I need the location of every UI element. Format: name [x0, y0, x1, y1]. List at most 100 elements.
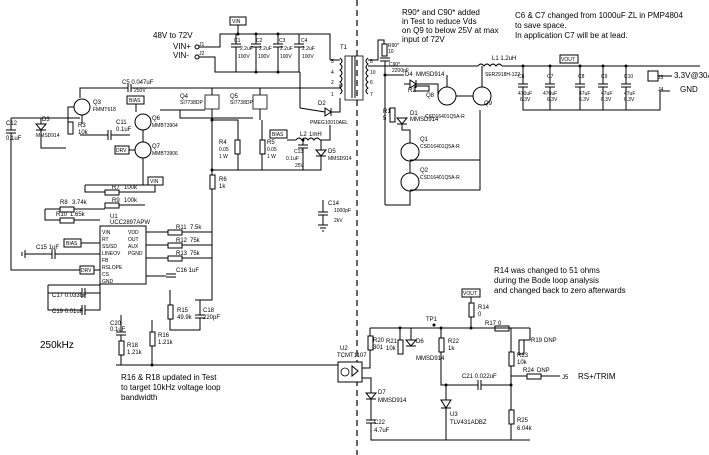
r6-resistor: R6 1k	[209, 174, 227, 190]
svg-text:1.65k: 1.65k	[70, 212, 86, 218]
r90-c90-note: R90* and C90* added in Test to reduce Vd…	[402, 8, 499, 44]
svg-text:100V: 100V	[280, 54, 292, 60]
svg-text:2.2uF: 2.2uF	[240, 46, 253, 52]
l2-inductor: L2 1mH	[295, 132, 322, 141]
tp1-label: TP1	[426, 317, 438, 323]
svg-text:bandwidth: bandwidth	[121, 393, 157, 402]
svg-text:R21: R21	[386, 339, 398, 345]
svg-text:C13: C13	[294, 149, 303, 155]
svg-text:R12: R12	[176, 238, 188, 244]
r13-resistor: R13 75k	[167, 251, 201, 262]
svg-text:100k: 100k	[124, 198, 138, 204]
q9-mosfet: Q9 CSD16401Q5A-R	[425, 86, 493, 120]
svg-text:RSLOPE: RSLOPE	[102, 265, 123, 271]
svg-text:R6: R6	[219, 177, 227, 183]
j4-connector: J4	[658, 87, 664, 93]
vin-flag-u1: VIN	[147, 176, 164, 186]
svg-text:C6 & C7 changed from 1000uF ZL: C6 & C7 changed from 1000uF ZL in PMP480…	[515, 11, 683, 20]
r2-resistor: R2	[408, 85, 430, 94]
svg-text:C12: C12	[6, 121, 18, 127]
t1-transformer: T1 54 21 810 67	[331, 45, 376, 101]
r7-resistor: R7 100k	[104, 185, 138, 196]
c1-capacitor: C1 2.2uF 100V	[231, 34, 253, 72]
svg-text:Q7: Q7	[152, 144, 161, 150]
svg-text:C11: C11	[116, 120, 127, 126]
r16-resistor: R16 1.21k	[149, 331, 174, 347]
svg-text:C8: C8	[578, 74, 585, 80]
svg-text:6: 6	[370, 80, 373, 86]
r9-resistor: R9 100k	[104, 198, 138, 209]
d2-diode: D2 PMEG10010AEL	[310, 101, 348, 126]
svg-text:100V: 100V	[302, 54, 314, 60]
svg-text:UCC2897APW: UCC2897APW	[110, 220, 150, 226]
c2-capacitor: C2 2.2uF 100V	[251, 34, 272, 72]
svg-text:1.21k: 1.21k	[127, 350, 143, 356]
svg-text:6.3V: 6.3V	[579, 97, 590, 103]
c6-capacitor: C6 470uF 6.3V	[518, 74, 532, 103]
svg-text:100V: 100V	[258, 54, 270, 60]
j5-label: J5	[562, 375, 569, 381]
u1-controller: U1 UCC2897APW VIN RT SS/SD LINEOV FB RSL…	[99, 214, 150, 285]
svg-text:PMEG10010AEL: PMEG10010AEL	[310, 120, 348, 126]
svg-text:0.1uF: 0.1uF	[286, 156, 299, 162]
svg-text:6.3V: 6.3V	[624, 97, 635, 103]
svg-text:FB: FB	[102, 258, 109, 264]
svg-text:R16: R16	[158, 333, 170, 339]
svg-text:2.2uF: 2.2uF	[302, 46, 315, 52]
svg-text:VDD: VDD	[128, 230, 139, 236]
svg-text:R19: R19	[531, 338, 543, 344]
svg-text:1mH: 1mH	[309, 132, 322, 138]
tp1-testpoint[interactable]	[432, 323, 436, 327]
svg-text:0.05: 0.05	[219, 147, 229, 153]
svg-text:R11: R11	[176, 225, 187, 231]
svg-text:R25: R25	[517, 418, 529, 424]
svg-text:C22: C22	[374, 420, 386, 426]
svg-text:Q1: Q1	[420, 137, 429, 143]
q7-transistor: Q7 MMBT3906	[134, 141, 178, 159]
svg-text:L1 1.2uH: L1 1.2uH	[492, 56, 516, 62]
svg-text:SER2918H-122: SER2918H-122	[485, 72, 520, 78]
r8-resistor: R8 3.74k	[59, 200, 88, 213]
svg-text:D5: D5	[328, 149, 336, 155]
svg-text:DNP: DNP	[537, 368, 550, 374]
svg-text:C21 0.022uF: C21 0.022uF	[462, 374, 497, 380]
svg-text:MMSD914: MMSD914	[416, 72, 445, 78]
svg-text:C20: C20	[110, 321, 122, 327]
svg-text:D3: D3	[42, 117, 50, 123]
d1-diode: D1 MMSD914	[395, 111, 439, 125]
svg-text:MMSD914: MMSD914	[378, 398, 407, 404]
svg-text:0: 0	[478, 312, 482, 318]
r1-resistor: R1 5	[383, 107, 396, 123]
r23-resistor: R23 10k	[508, 351, 529, 367]
svg-text:CS: CS	[102, 272, 110, 278]
svg-text:R13: R13	[176, 251, 188, 257]
svg-text:J4: J4	[658, 87, 664, 93]
svg-text:to save space.: to save space.	[515, 21, 567, 30]
vin-flag-top: VIN	[229, 16, 247, 26]
j2-ref: J2	[199, 51, 205, 57]
bias-flag-2: BIAS	[269, 129, 288, 139]
svg-text:75k: 75k	[190, 251, 201, 257]
svg-text:on Q9 to below 25V at max: on Q9 to below 25V at max	[402, 26, 499, 35]
vin-minus-label: VIN-	[173, 51, 189, 60]
r25-resistor: R25 6.04k	[508, 409, 533, 432]
svg-text:7: 7	[370, 92, 373, 98]
svg-text:D7: D7	[378, 390, 386, 396]
svg-text:D6: D6	[416, 339, 424, 345]
q3-transistor: Q3 FMMT618	[73, 98, 116, 116]
svg-text:0.1uF: 0.1uF	[6, 136, 22, 142]
svg-text:MMBT3906: MMBT3906	[152, 151, 178, 157]
r4-resistor: R4 0.05 1 W	[219, 139, 241, 160]
svg-text:MMSD914: MMSD914	[328, 156, 352, 162]
svg-text:C4: C4	[301, 38, 308, 44]
svg-text:CSD16401Q5A-R: CSD16401Q5A-R	[420, 175, 460, 181]
c22-capacitor: C22 4.7uF	[366, 419, 390, 434]
svg-text:BIAS: BIAS	[272, 132, 284, 138]
svg-text:0.1uF: 0.1uF	[116, 127, 132, 133]
r5-resistor: R5 0.05 1 W	[259, 139, 277, 160]
svg-text:10: 10	[388, 49, 394, 55]
j1-ref: J1	[199, 42, 205, 48]
svg-text:Q4: Q4	[180, 94, 189, 100]
svg-text:301: 301	[373, 345, 384, 351]
